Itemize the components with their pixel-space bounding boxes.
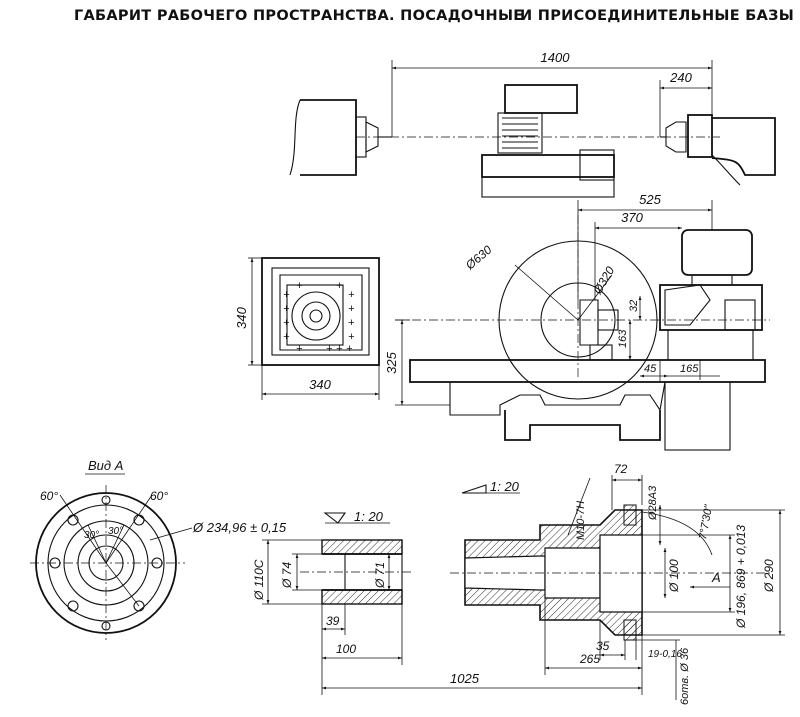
- turret-body: [659, 284, 763, 331]
- headstock-body: [300, 99, 357, 176]
- dim-525: 525: [639, 192, 661, 207]
- table-outline: [261, 257, 380, 366]
- dim-1025: 1025: [450, 671, 480, 686]
- dim-265: 265: [579, 652, 600, 666]
- title-part-1: ГАБАРИТ РАБОЧЕГО ПРОСТРАНСТВА. ПОСАДОЧНЫ…: [74, 8, 524, 24]
- svg-text:+: +: [326, 343, 333, 355]
- dia-100: Ø 100: [667, 559, 681, 593]
- holes-6x36: 6отв. Ø 36: [679, 647, 691, 705]
- svg-text:+: +: [283, 303, 290, 315]
- side-view: 525 370 Ø630 Ø320 32 163 325 45 165: [384, 192, 770, 451]
- svg-text:+: +: [296, 280, 303, 292]
- svg-text:+: +: [336, 343, 343, 355]
- dim-32: 32: [628, 300, 640, 312]
- bed: [481, 154, 615, 178]
- sleeve-section: 1: 20 Ø 110C Ø 74 Ø 71 39 100: [252, 509, 412, 665]
- dim-240: 240: [669, 70, 692, 85]
- sleeve-taper: 1: 20: [354, 509, 384, 524]
- angle-60-left: 60°: [40, 489, 58, 503]
- dia-74: Ø 74: [280, 562, 294, 589]
- svg-text:+: +: [348, 317, 355, 329]
- svg-text:+: +: [296, 343, 303, 355]
- title-part-2: И ПРИСОЕДИНИТЕЛЬНЫЕ БАЗЫ: [520, 8, 795, 24]
- dia-28a3: Ø28А3: [647, 485, 659, 521]
- tailstock: [687, 114, 713, 158]
- dim-72: 72: [614, 462, 628, 476]
- svg-text:+: +: [348, 331, 355, 343]
- dim-45: 45: [644, 363, 657, 375]
- dim-35: 35: [596, 639, 610, 653]
- dim-370: 370: [621, 210, 643, 225]
- svg-text:+: +: [283, 289, 290, 301]
- angle-60-right: 60°: [150, 489, 168, 503]
- dim-165: 165: [680, 363, 699, 375]
- svg-text:+: +: [283, 331, 290, 343]
- dim-100: 100: [336, 642, 356, 656]
- svg-text:+: +: [348, 289, 355, 301]
- dim-163: 163: [617, 329, 629, 348]
- dim-39: 39: [326, 614, 340, 628]
- dim-19: 19-0,16: [648, 649, 682, 660]
- page-title: ГАБАРИТ РАБОЧЕГО ПРОСТРАНСТВА. ПОСАДОЧНЫ…: [0, 8, 800, 32]
- dim-340-vertical: 340: [234, 306, 249, 328]
- table-plan-view: ++ ++ ++ ++ ++ ++ ++ 340 340: [234, 257, 380, 400]
- svg-text:+: +: [346, 343, 353, 355]
- dia-234: Ø 234,96 ± 0,15: [192, 520, 287, 535]
- slide: [497, 112, 543, 154]
- dia-320: Ø320: [590, 264, 617, 298]
- view-a-label: Вид А: [88, 458, 123, 473]
- spindle-section: 1: 20 72 М10-7Н Ø28А3 7°7'30" Ø 100 Ø 19…: [321, 462, 785, 705]
- dim-340-horizontal: 340: [309, 377, 331, 392]
- svg-text:+: +: [283, 317, 290, 329]
- angle-30-left: 30°: [84, 530, 99, 541]
- tailstock-body: [711, 117, 776, 176]
- svg-text:+: +: [336, 280, 343, 292]
- dim-1400: 1400: [541, 50, 571, 65]
- turret-motor: [681, 229, 753, 276]
- view-a: Вид А 60° 60° 30° 30° Ø 234,96 ± 0,15: [30, 458, 287, 640]
- svg-text:+: +: [348, 303, 355, 315]
- view-arrow-a: А: [711, 570, 721, 585]
- angle-30-right: 30°: [108, 526, 123, 537]
- dia-71: Ø 71: [373, 562, 387, 589]
- table-bore-outer: [291, 291, 341, 341]
- thread-m10: М10-7Н: [575, 501, 587, 540]
- spindle-taper: 1: 20: [490, 479, 520, 494]
- dia-290: Ø 290: [762, 559, 776, 593]
- center-left: [365, 121, 379, 153]
- dia-110c: Ø 110C: [252, 559, 266, 601]
- side-base: [504, 410, 661, 441]
- dia-196: Ø 196, 869 + 0,013: [734, 525, 748, 629]
- top-view: 1400 240: [289, 50, 776, 198]
- dim-325: 325: [384, 351, 399, 373]
- tool-head: [504, 84, 578, 114]
- side-bed: [409, 359, 766, 383]
- tailstock-quill: [665, 121, 687, 153]
- t-slot-markers: ++ ++ ++ ++ ++ ++ ++: [283, 280, 355, 355]
- dia-630: Ø630: [462, 242, 495, 272]
